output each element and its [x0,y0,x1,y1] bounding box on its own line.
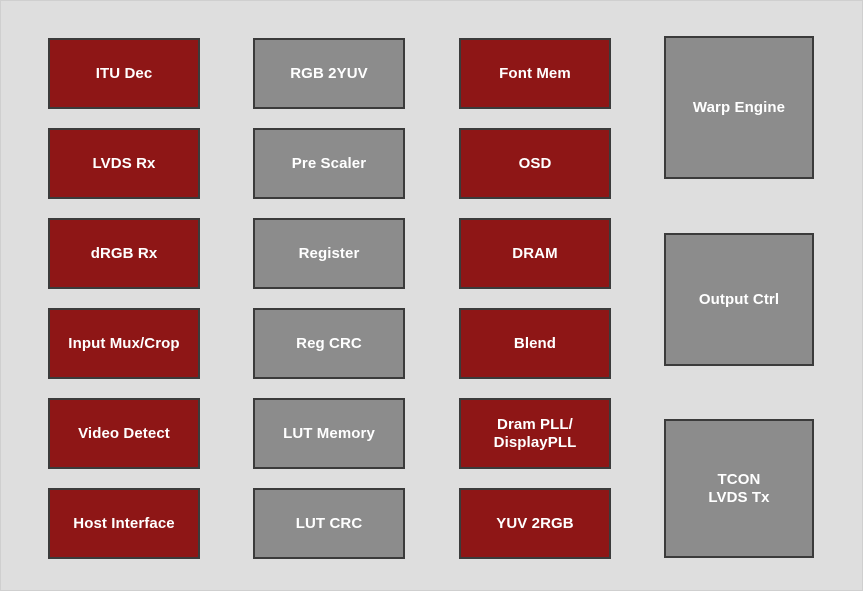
block-label: Host Interface [73,514,175,532]
block-label: Blend [513,334,557,352]
block-video-detect[interactable]: Video Detect [48,398,200,469]
block-tcon-lvds-tx[interactable]: TCON LVDS Tx [664,419,814,558]
block-host-interface[interactable]: Host Interface [48,488,200,559]
block-label: Warp Engine [692,98,786,116]
block-dram[interactable]: DRAM [459,218,611,289]
block-warp-engine[interactable]: Warp Engine [664,36,814,179]
block-label: DRAM [512,244,558,262]
block-label: LUT Memory [283,424,375,442]
block-lut-memory[interactable]: LUT Memory [253,398,405,469]
block-label: YUV 2RGB [496,514,574,532]
block-yuv-2rgb[interactable]: YUV 2RGB [459,488,611,559]
block-label: OSD [518,154,552,172]
block-lut-crc[interactable]: LUT CRC [253,488,405,559]
block-label: TCON LVDS Tx [708,470,770,506]
block-itu-dec[interactable]: ITU Dec [48,38,200,109]
block-drgb-rx[interactable]: dRGB Rx [48,218,200,289]
block-font-mem[interactable]: Font Mem [459,38,611,109]
block-osd[interactable]: OSD [459,128,611,199]
block-label: Input Mux/Crop [68,334,180,352]
block-label: LUT CRC [295,514,363,532]
block-label: LVDS Rx [92,154,156,172]
block-blend[interactable]: Blend [459,308,611,379]
block-label: Font Mem [499,64,571,82]
block-register[interactable]: Register [253,218,405,289]
block-output-ctrl[interactable]: Output Ctrl [664,233,814,366]
block-label: RGB 2YUV [290,64,368,82]
block-label: ITU Dec [95,64,153,82]
block-label: dRGB Rx [90,244,158,262]
block-reg-crc[interactable]: Reg CRC [253,308,405,379]
block-label: Register [298,244,360,262]
block-label: Dram PLL/ DisplayPLL [493,415,577,451]
block-pre-scaler[interactable]: Pre Scaler [253,128,405,199]
block-label: Reg CRC [296,334,362,352]
block-dram-pll-displaypll[interactable]: Dram PLL/ DisplayPLL [459,398,611,469]
block-label: Output Ctrl [698,290,780,308]
block-rgb-2yuv[interactable]: RGB 2YUV [253,38,405,109]
block-label: Pre Scaler [291,154,367,172]
block-lvds-rx[interactable]: LVDS Rx [48,128,200,199]
block-input-mux-crop[interactable]: Input Mux/Crop [48,308,200,379]
block-label: Video Detect [78,424,170,442]
